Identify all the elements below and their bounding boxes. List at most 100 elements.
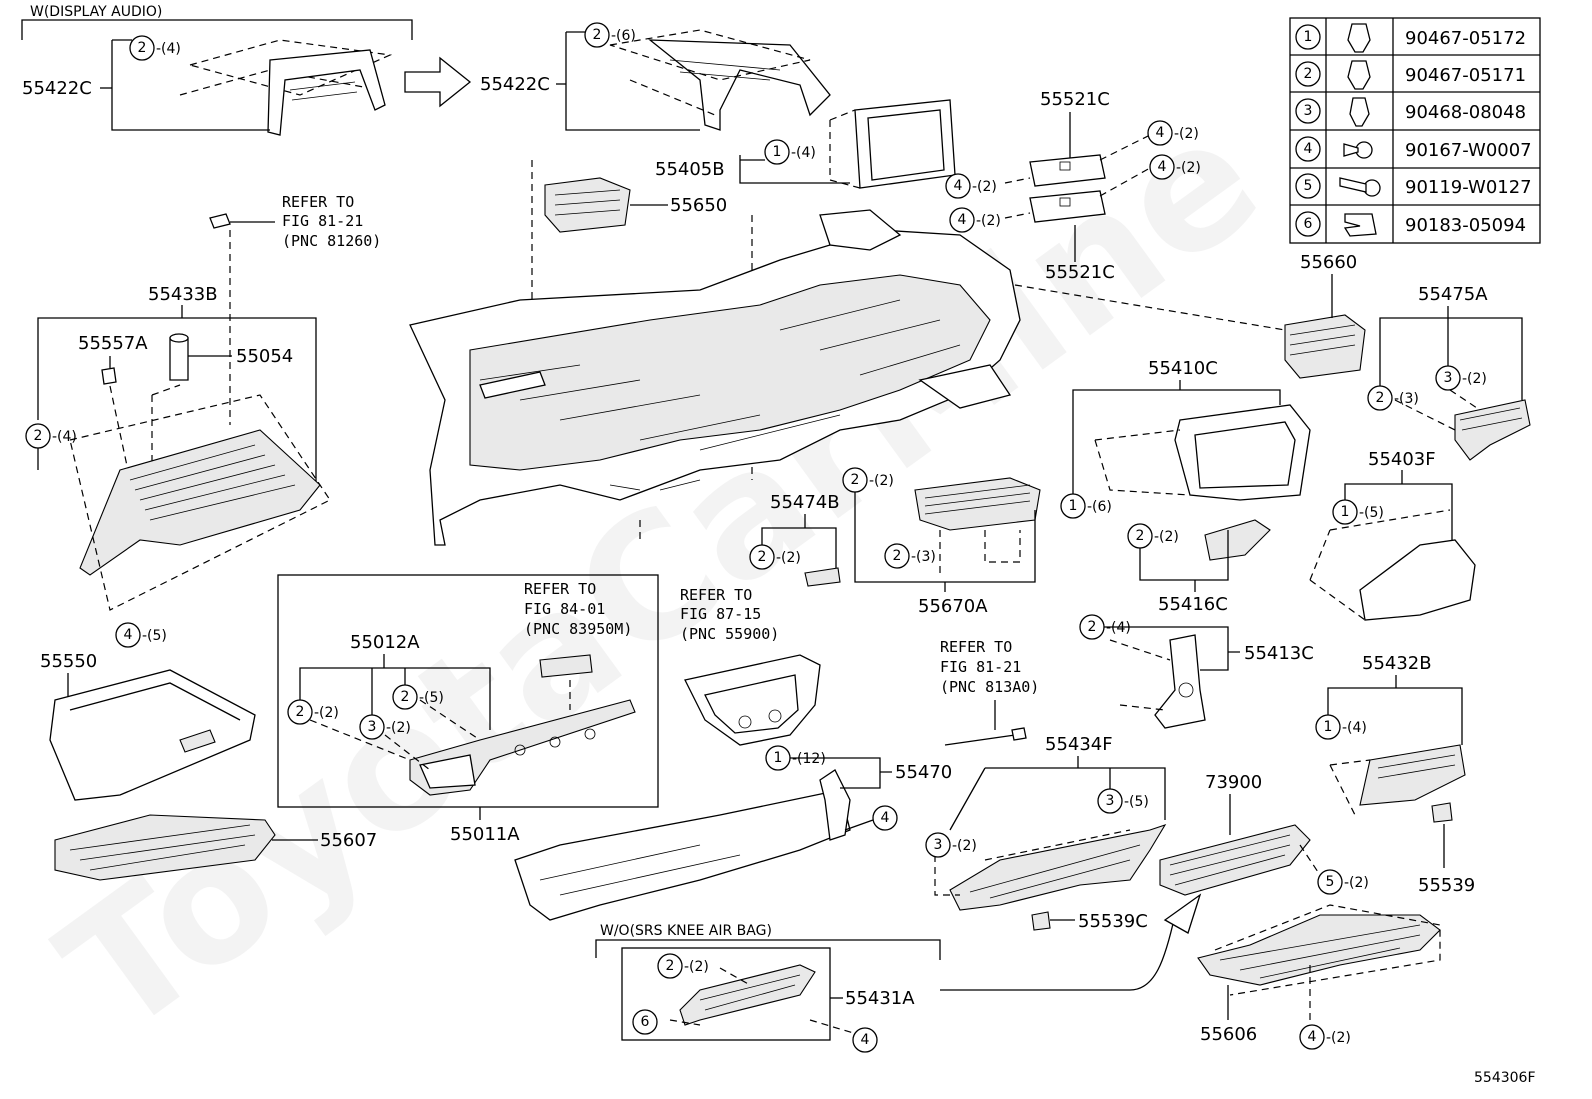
callout-qty: -(2) <box>1174 126 1199 142</box>
fastener-row-5: 5 90119-W0127 <box>1295 173 1532 199</box>
part-55606-illustration <box>1197 904 1441 996</box>
callout-qty: -(4) <box>1342 720 1367 736</box>
callout-number: 2 <box>758 549 767 565</box>
part-label-55650: 55650 <box>670 195 727 216</box>
callout-number: 3 <box>1444 370 1453 386</box>
callout-number: 4 <box>958 212 967 228</box>
fastener-part-number: 90167-W0007 <box>1405 140 1532 161</box>
part-label-55607: 55607 <box>320 830 377 851</box>
callout-number: 3 <box>368 719 377 735</box>
svg-text:(PNC 83950M): (PNC 83950M) <box>524 620 632 638</box>
callout-number: 1 <box>774 750 783 766</box>
part-55521C-switch-upper <box>1029 154 1106 187</box>
part-55432B-illustration <box>1359 744 1466 806</box>
callout-number: 4 <box>881 810 890 826</box>
reference-note-813A0: REFER TO FIG 81-21 (PNC 813A0) <box>940 638 1039 696</box>
part-label-55011A: 55011A <box>450 824 520 845</box>
part-label-55550: 55550 <box>40 651 97 672</box>
callout-number: 2 <box>593 27 602 43</box>
svg-text:(PNC 55900): (PNC 55900) <box>680 625 779 643</box>
reference-note-83950M: REFER TO FIG 84-01 (PNC 83950M) <box>524 580 632 638</box>
part-label-55403F: 55403F <box>1368 449 1436 470</box>
part-label-55431A: 55431A <box>845 988 915 1009</box>
fastener-row-6: 6 90183-05094 <box>1295 211 1526 237</box>
callout-number: 4 <box>1158 159 1167 175</box>
part-label-55606: 55606 <box>1200 1024 1257 1045</box>
callout-number: 2 <box>34 428 43 444</box>
fastener-number: 1 <box>1304 29 1313 45</box>
callout-qty: -(6) <box>1087 499 1112 515</box>
callout-number: 2 <box>666 958 675 974</box>
part-55422C-right-illustration <box>609 29 831 131</box>
callout-number: 2 <box>1376 390 1385 406</box>
callout-number: 1 <box>1341 504 1350 520</box>
part-label-55432B: 55432B <box>1362 653 1432 674</box>
svg-text:REFER TO: REFER TO <box>524 580 596 598</box>
center-cluster-bezel-illustration <box>684 654 821 746</box>
svg-text:(PNC 813A0): (PNC 813A0) <box>940 678 1039 696</box>
part-label-55054: 55054 <box>236 346 293 367</box>
part-55422C-left-illustration <box>179 39 393 136</box>
part-55416C-illustration <box>1204 519 1271 561</box>
part-label-55434F: 55434F <box>1045 734 1113 755</box>
part-label-55410C: 55410C <box>1148 358 1218 379</box>
svg-text:REFER TO: REFER TO <box>940 638 1012 656</box>
part-55433B-glovebox-illustration <box>69 394 331 611</box>
callout-qty: -(4) <box>1106 620 1131 636</box>
figure-code: 554306F <box>1474 1070 1536 1086</box>
svg-text:FIG 87-15: FIG 87-15 <box>680 605 761 623</box>
callout-qty: -(5) <box>142 628 167 644</box>
callout-qty: -(2) <box>386 720 411 736</box>
part-label-55521C-top: 55521C <box>1040 89 1110 110</box>
part-55470-illustration <box>514 769 851 921</box>
part-55431A-illustration <box>679 964 816 1026</box>
part-label-55521C-bottom: 55521C <box>1045 262 1115 283</box>
part-55413C-illustration <box>1154 634 1206 729</box>
callout-number: 4 <box>1308 1029 1317 1045</box>
callout-qty: -(6) <box>611 28 636 44</box>
callout-qty: -(4) <box>52 429 77 445</box>
bolt-icon <box>1339 177 1381 197</box>
callout-number: 2 <box>893 548 902 564</box>
part-label-55422C-left: 55422C <box>22 78 92 99</box>
part-55434F-illustration <box>949 824 1167 911</box>
svg-text:FIG 84-01: FIG 84-01 <box>524 600 605 618</box>
clip-icon <box>1347 23 1371 53</box>
part-55521C-switch-lower <box>1029 190 1106 223</box>
part-label-73900: 73900 <box>1205 772 1262 793</box>
nut-clip-icon <box>1343 213 1377 237</box>
fastener-row-1: 1 90467-05172 <box>1295 23 1526 53</box>
callout-qty: -(2) <box>869 473 894 489</box>
part-55475A-illustration <box>1454 399 1531 461</box>
part-label-55433B: 55433B <box>148 284 218 305</box>
instrument-panel-main-illustration <box>409 209 1021 546</box>
fastener-part-number: 90467-05171 <box>1405 65 1526 86</box>
callout-qty: -(2) <box>1344 875 1369 891</box>
callout-qty: -(5) <box>1359 505 1384 521</box>
callout-qty: -(2) <box>972 179 997 195</box>
variant-label-display-audio: W(DISPLAY AUDIO) <box>30 4 162 20</box>
callout-number: 2 <box>1136 528 1145 544</box>
part-label-55539: 55539 <box>1418 875 1475 896</box>
arrow-icon <box>940 914 1176 991</box>
fastener-part-number: 90183-05094 <box>1405 215 1526 236</box>
callout-qty: -(2) <box>1154 529 1179 545</box>
callout-qty: -(2) <box>684 959 709 975</box>
part-55550-illustration <box>49 669 256 801</box>
part-55607-illustration <box>54 814 276 881</box>
variant-label-wo-knee-airbag: W/O(SRS KNEE AIR BAG) <box>600 923 772 939</box>
callout-qty: -(3) <box>911 549 936 565</box>
svg-text:(PNC 81260): (PNC 81260) <box>282 232 381 250</box>
callout-qty: -(2) <box>1176 160 1201 176</box>
part-label-55475A: 55475A <box>1418 284 1488 305</box>
callout-number: 3 <box>934 837 943 853</box>
part-label-55413C: 55413C <box>1244 643 1314 664</box>
callout-number: 1 <box>1324 719 1333 735</box>
part-73900-illustration <box>1159 824 1311 896</box>
reference-note-55900: REFER TO FIG 87-15 (PNC 55900) <box>680 586 779 643</box>
part-55405B-display-illustration <box>829 99 956 189</box>
callout-qty: -(2) <box>1326 1030 1351 1046</box>
part-label-55470: 55470 <box>895 762 952 783</box>
arrow-icon <box>404 56 472 108</box>
